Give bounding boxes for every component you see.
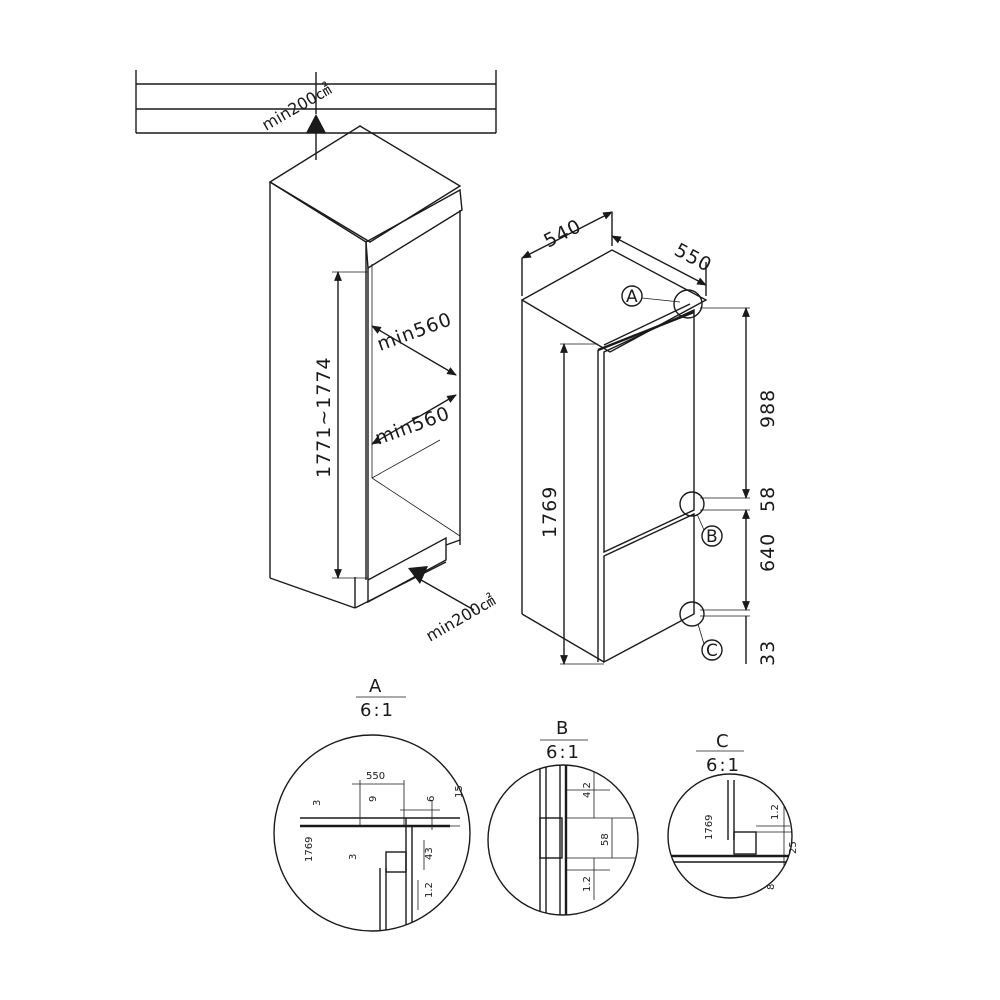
niche-height-label: 1771~1774 [313,356,335,478]
detail-c-scale: 6:1 [706,755,741,776]
detail-a-dim-3-top: 3 [312,800,323,806]
detail-a-dim-9: 9 [368,796,379,802]
detail-b-title: B [556,718,570,739]
appliance-drawing [520,211,750,665]
detail-a [273,696,471,932]
bottom-label: 33 [757,640,779,666]
marker-a-label: A [626,287,638,307]
detail-a-title: A [369,676,383,697]
lower-door-label: 640 [757,533,779,572]
detail-a-dim-15: 15 [454,785,465,798]
vent-top-label: min200㎠ [259,80,335,135]
appliance-depth-label: 550 [671,239,716,277]
niche-depth-top-label: min560 [374,308,455,355]
detail-a-dim-1769: 1769 [304,837,315,862]
detail-c-dim-25: 25 [788,841,799,854]
detail-c-dim-8: 8 [766,884,777,890]
detail-b-dim-58: 58 [600,833,611,846]
detail-a-dim-12: 1.2 [424,882,435,898]
appliance-height-label: 1769 [539,486,561,538]
detail-a-dim-3-bottom: 3 [348,854,359,860]
detail-a-dim-550: 550 [366,771,385,782]
detail-a-dim-6: 6 [426,796,437,802]
detail-b [487,739,639,916]
detail-b-scale: 6:1 [546,742,581,763]
gap-label: 58 [757,486,779,512]
detail-b-dim-42: 4.2 [582,782,593,798]
detail-b-dim-12: 1.2 [582,876,593,892]
detail-a-scale: 6:1 [360,700,395,721]
upper-door-label: 988 [757,389,779,428]
detail-c-title: C [716,731,731,752]
marker-c-label: C [706,641,718,661]
detail-c-dim-12: 1.2 [770,804,781,820]
niche-depth-bottom-label: min560 [372,402,453,449]
vent-bottom-label: min200㎠ [423,591,499,646]
detail-c-dim-1769: 1769 [704,815,715,840]
cabinet-drawing [135,70,497,611]
marker-b-label: B [706,527,718,547]
appliance-width-label: 540 [540,215,585,252]
detail-a-dim-43: 43 [424,847,435,860]
